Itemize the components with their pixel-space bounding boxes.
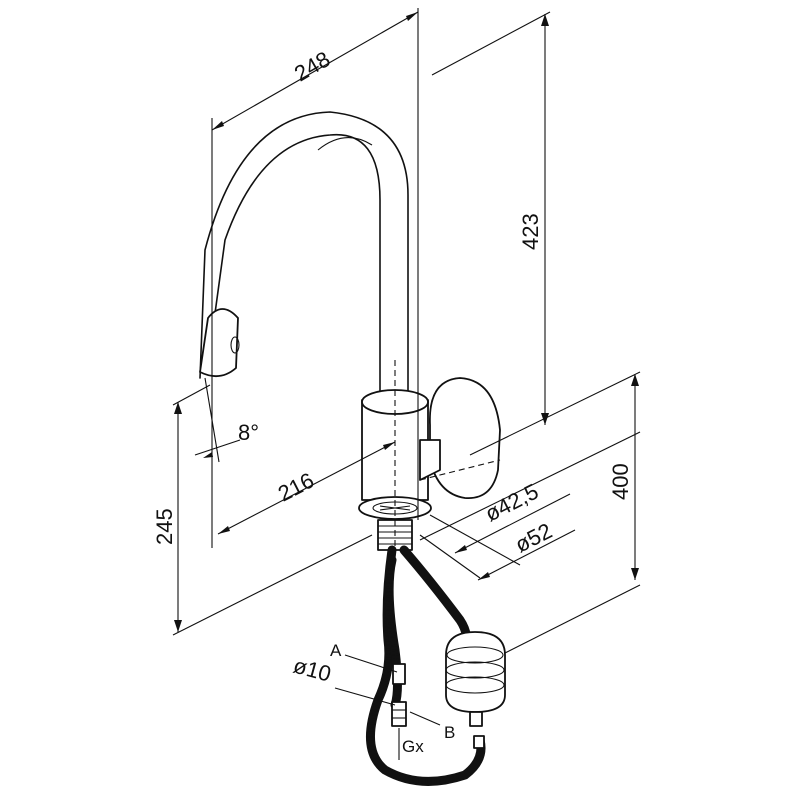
- dim-245-arrow-a: [174, 402, 182, 414]
- angle-arrow: [203, 452, 213, 458]
- dim-216-arrow-a: [218, 526, 230, 534]
- ext-line-400-bottom: [419, 431, 641, 541]
- dim-52-line: [477, 529, 576, 581]
- spray-head: [199, 308, 239, 378]
- dim-42-5-line: [454, 493, 571, 554]
- angle-arc-line: [194, 439, 241, 456]
- hoses: [365, 545, 506, 786]
- ext-line-245-top: [172, 384, 211, 406]
- weight-ring-2: [445, 661, 505, 679]
- dim-216-line: [217, 441, 396, 535]
- dim-400-arrow-b: [631, 568, 639, 580]
- ext-line-245-bottom: [172, 534, 373, 636]
- spout-highlight: [317, 137, 373, 151]
- spout-outer-edge: [206, 133, 381, 396]
- dim-248-arrow-b: [406, 12, 418, 21]
- dim-dia-ext-1: [429, 514, 521, 566]
- lever-pivot: [419, 439, 441, 481]
- dim-10-leader: [334, 687, 396, 706]
- dim-245-arrow-b: [174, 620, 182, 632]
- dim-angle-text: 8°: [238, 420, 259, 445]
- label-b: B: [444, 723, 455, 742]
- faucet-body: [199, 111, 501, 560]
- dim-248-text: 248: [290, 46, 334, 86]
- dim-52-text: ø52: [511, 518, 556, 557]
- label-b-leader: [409, 711, 441, 726]
- dim-423-arrow-b: [541, 413, 549, 425]
- dim-248-line: [211, 11, 419, 131]
- spray-button: [230, 336, 240, 354]
- dim-10-text: ø10: [291, 653, 334, 687]
- ext-line-weight: [504, 584, 641, 654]
- ext-line-top: [431, 11, 551, 76]
- lever-handle: [429, 377, 501, 499]
- hose-end-fitting: [473, 735, 485, 749]
- label-a: A: [330, 641, 342, 660]
- spout-outer-back: [199, 111, 409, 396]
- weight-ring-1: [446, 646, 504, 664]
- label-a-leader: [344, 654, 398, 673]
- weight-connector: [469, 711, 483, 727]
- dim-400-text: 400: [608, 463, 633, 500]
- hose-weight: [445, 631, 506, 713]
- dim-245-text: 245: [152, 508, 177, 545]
- dim-248-arrow-a: [212, 121, 224, 130]
- label-gx: Gx: [402, 737, 424, 756]
- connector-a-fitting: [392, 663, 406, 685]
- connector-b-fitting: [391, 701, 407, 727]
- dim-423-text: 423: [518, 213, 543, 250]
- dim-dia-ext-2: [419, 534, 481, 579]
- weight-ring-3: [445, 676, 505, 694]
- dim-216-arrow-b: [383, 442, 395, 450]
- handle-axis-line: [419, 459, 501, 481]
- base-cross-2: [379, 505, 411, 511]
- dim-400-arrow-a: [631, 374, 639, 386]
- dim-216-text: 216: [274, 468, 318, 507]
- ext-line-400-top: [469, 371, 641, 456]
- dimension-lines: 248 423 400 245 216 8° ø42,5 ø5: [152, 8, 641, 760]
- dim-423-arrow-a: [541, 14, 549, 26]
